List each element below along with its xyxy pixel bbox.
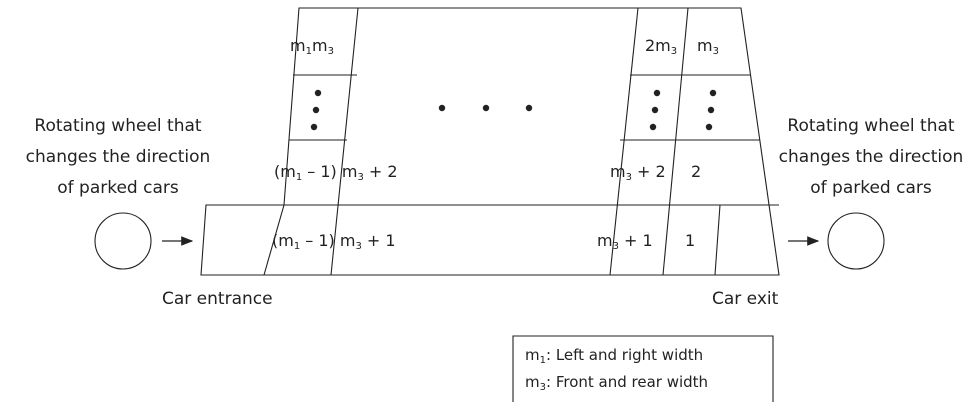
cell-bot-right-1: m3 + 1 xyxy=(597,231,653,252)
cell-mid-left: (m1 – 1) m3 + 2 xyxy=(274,162,398,183)
legend-item-m1: m1: Left and right width xyxy=(525,346,703,366)
ellipsis-dots xyxy=(310,89,717,131)
left-wheel-label-line-2: changes the direction xyxy=(26,147,211,167)
cell-mid-right-1: m3 + 2 xyxy=(610,162,666,183)
legend-item-m3: m3: Front and rear width xyxy=(525,373,708,393)
left-wheel-label-line-3: of parked cars xyxy=(57,178,179,198)
parking-structure xyxy=(200,7,780,276)
cell-top-left: m1m3 xyxy=(290,36,334,57)
right-col-line-a xyxy=(609,7,639,276)
left-col-line-a xyxy=(263,204,285,276)
car-entrance-label: Car entrance xyxy=(162,289,273,309)
left-wheel-label-line-1: Rotating wheel that xyxy=(34,116,201,136)
cell-mid-right-2: 2 xyxy=(691,162,701,181)
cell-top-right-2: m3 xyxy=(697,36,719,57)
left-col-line-b xyxy=(330,7,359,276)
right-wheel-label-line-1: Rotating wheel that xyxy=(787,116,954,136)
left-rotating-wheel xyxy=(94,212,152,270)
right-col-line-b xyxy=(662,7,689,276)
right-rotating-wheel xyxy=(827,212,885,270)
car-exit-label: Car exit xyxy=(712,289,779,309)
cell-bot-left: (m1 – 1) m3 + 1 xyxy=(272,231,396,252)
cell-top-right-1: 2m3 xyxy=(645,36,677,57)
right-wheel-label-line-2: changes the direction xyxy=(779,147,964,167)
right-col-line-c xyxy=(714,204,721,276)
cell-bot-right-2: 1 xyxy=(685,231,695,250)
legend-box xyxy=(512,335,774,402)
right-wheel-label-line-3: of parked cars xyxy=(810,178,932,198)
